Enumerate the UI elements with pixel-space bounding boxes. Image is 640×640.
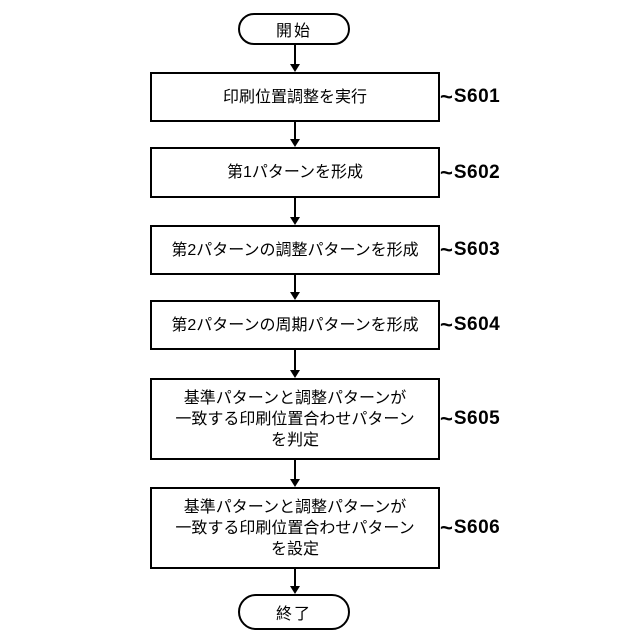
step-s601: 印刷位置調整を実行 ~ S601 [150, 72, 500, 122]
step-id: S601 [453, 86, 501, 107]
arrow-s606-to-end [290, 569, 300, 594]
arrow-s601-to-s602 [290, 122, 300, 147]
step-s601-label: ~ S601 [440, 86, 500, 108]
step-s603-label: ~ S603 [440, 239, 500, 261]
step-s602-box: 第1パターンを形成 [150, 147, 440, 198]
step-s604-text: 第2パターンの周期パターンを形成 [171, 316, 419, 334]
step-s605-box: 基準パターンと調整パターンが 一致する印刷位置合わせパターン を判定 [150, 378, 440, 460]
arrow-s604-to-s605 [290, 350, 300, 378]
arrow-start-to-s601 [290, 45, 300, 72]
step-s606-label: ~ S606 [440, 517, 500, 539]
step-s601-text: 印刷位置調整を実行 [222, 88, 367, 106]
step-s604-label: ~ S604 [440, 314, 500, 336]
end-node: 終了 [238, 594, 350, 630]
step-s603-text: 第2パターンの調整パターンを形成 [171, 241, 419, 259]
step-s602-text: 第1パターンを形成 [226, 164, 364, 181]
start-node: 開始 [238, 13, 350, 45]
tilde-connector: ~ [440, 406, 453, 431]
end-node-label: 終了 [275, 606, 312, 623]
step-s603-box: 第2パターンの調整パターンを形成 [150, 225, 440, 275]
step-s604-box: 第2パターンの周期パターンを形成 [150, 300, 440, 350]
step-s601-box: 印刷位置調整を実行 [150, 72, 440, 122]
arrow-s603-to-s604 [290, 275, 300, 300]
tilde-connector: ~ [440, 237, 453, 262]
step-id: S602 [453, 161, 501, 183]
step-s605-label: ~ S605 [440, 408, 500, 430]
arrow-s605-to-s606 [290, 460, 300, 487]
step-id: S604 [453, 314, 501, 335]
step-s606: 基準パターンと調整パターンが 一致する印刷位置合わせパターン を設定 ~ S60… [150, 487, 500, 569]
step-s605-text-line1: 基準パターンと調整パターンが [183, 389, 407, 407]
step-s606-box: 基準パターンと調整パターンが 一致する印刷位置合わせパターン を設定 [150, 487, 440, 569]
step-id: S606 [453, 517, 501, 538]
step-id: S603 [453, 239, 501, 260]
arrow-s602-to-s603 [290, 198, 300, 225]
step-s606-text-line3: を設定 [270, 540, 319, 558]
step-s605-text-line3: を判定 [270, 431, 319, 449]
step-s606-text-line1: 基準パターンと調整パターンが [183, 498, 407, 516]
start-node-label: 開始 [275, 23, 312, 40]
tilde-connector: ~ [440, 515, 453, 540]
tilde-connector: ~ [440, 159, 453, 185]
step-s602: 第1パターンを形成 ~ S602 [150, 147, 500, 198]
step-s605-text-line2: 一致する印刷位置合わせパターン [175, 410, 415, 428]
step-s604: 第2パターンの周期パターンを形成 ~ S604 [150, 300, 500, 350]
step-s602-label: ~ S602 [440, 159, 501, 185]
step-id: S605 [453, 408, 501, 429]
step-s606-text-line2: 一致する印刷位置合わせパターン [175, 519, 415, 537]
step-s605: 基準パターンと調整パターンが 一致する印刷位置合わせパターン を判定 ~ S60… [150, 378, 500, 460]
step-s603: 第2パターンの調整パターンを形成 ~ S603 [150, 225, 500, 275]
tilde-connector: ~ [440, 84, 453, 109]
tilde-connector: ~ [440, 312, 453, 337]
